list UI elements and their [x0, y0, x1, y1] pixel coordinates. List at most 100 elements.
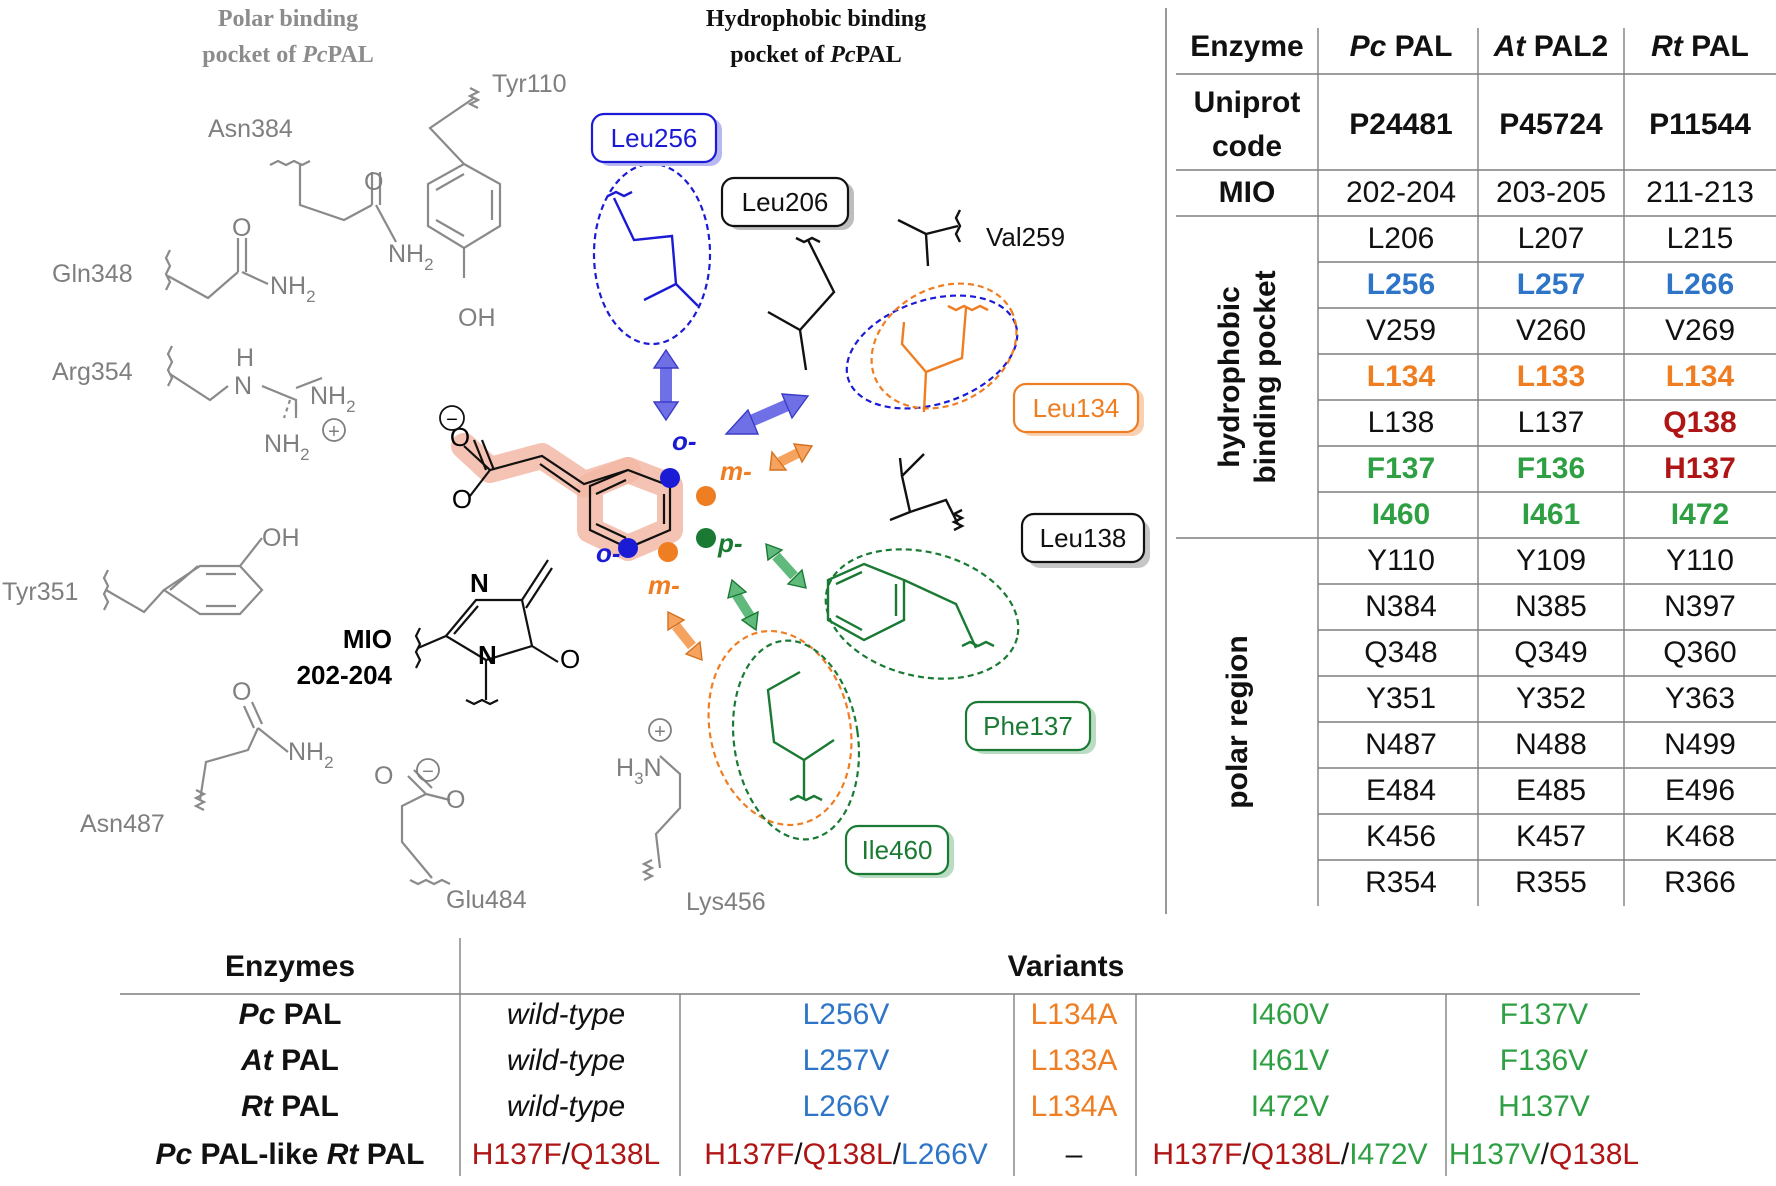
hydro-header-line1: Hydrophobic binding — [706, 6, 926, 32]
table-header-0: Enzyme — [1190, 30, 1303, 63]
glu484-o1: O — [374, 762, 393, 790]
lys456-nh3: H3N — [616, 754, 662, 788]
label-o-bottom: o- — [596, 538, 621, 568]
polar-cell: R354 — [1365, 866, 1437, 899]
ortho-dot-top — [660, 468, 680, 488]
hydrophobic-cell: I472 — [1671, 498, 1729, 531]
mio-range-label: 202-204 — [297, 660, 393, 690]
hydrophobic-cell: I461 — [1522, 498, 1580, 531]
arrow-leu134-ortho — [724, 393, 810, 435]
asn384-structure — [269, 159, 397, 243]
variant-cell: H137F/Q138L/I472V — [1152, 1138, 1427, 1171]
hydrophobic-cell: V259 — [1366, 314, 1436, 347]
label-leu134: Leu134 — [1033, 393, 1120, 423]
polar-cell: Q349 — [1514, 636, 1587, 669]
variant-cell: I460V — [1251, 998, 1329, 1031]
variant-cell: L134A — [1031, 1090, 1118, 1123]
variant-cell: wild-type — [507, 1090, 625, 1123]
hydrophobic-cell: L138 — [1368, 406, 1435, 439]
variant-cell: I472V — [1251, 1090, 1329, 1123]
arrow-ile460-meta — [667, 610, 703, 662]
glu484-minus-sign: − — [422, 761, 434, 783]
polar-cell: Y110 — [1367, 544, 1435, 577]
label-gln348: Gln348 — [52, 260, 133, 288]
enzyme-name: Rt PAL — [241, 1090, 339, 1123]
uniprot-code: P11544 — [1649, 108, 1751, 141]
tyr110-structure — [426, 87, 502, 278]
ortho-dot-bottom — [618, 538, 638, 558]
substrate: O O − — [439, 405, 716, 562]
leu138-group: Leu138 — [889, 453, 1150, 568]
uniprot-label-1: Uniprot — [1194, 86, 1301, 119]
arrow-phe137-para — [765, 542, 807, 589]
gln348-structure — [164, 238, 269, 300]
label-asn384: Asn384 — [208, 115, 293, 143]
label-tyr110: Tyr110 — [492, 70, 567, 98]
gln348-o: O — [232, 214, 251, 242]
group-polar-label: polar region — [1221, 635, 1254, 808]
hydrophobic-cell: L206 — [1368, 222, 1435, 255]
label-asn487: Asn487 — [80, 810, 165, 838]
mio-range: 203-205 — [1496, 176, 1606, 209]
carboxylate-charge — [439, 405, 465, 431]
asn384-o: O — [364, 168, 383, 196]
hydrophobic-cell: L266 — [1666, 268, 1734, 301]
hydrophobic-cell: L133 — [1517, 360, 1585, 393]
lys456-structure — [641, 755, 682, 881]
enzyme-name: At PAL — [240, 1044, 339, 1077]
variant-cell: F137V — [1500, 998, 1588, 1031]
asn487-nh2: NH2 — [288, 738, 334, 772]
variant-cell: L257V — [803, 1044, 890, 1077]
polar-cell: R355 — [1515, 866, 1587, 899]
variant-cell: F136V — [1500, 1044, 1588, 1077]
hydrophobic-cell: L207 — [1518, 222, 1585, 255]
meta-dot-bottom — [658, 542, 678, 562]
hydrophobic-cell: L256 — [1367, 268, 1435, 301]
polar-cell: Y110 — [1666, 544, 1734, 577]
hydrophobic-cell: F137 — [1367, 452, 1435, 485]
table-header-2: At PAL2 — [1493, 30, 1608, 63]
polar-cell: Q360 — [1663, 636, 1736, 669]
label-m-top: m- — [720, 456, 752, 486]
variant-cell: L266V — [803, 1090, 890, 1123]
asn487-o: O — [232, 678, 251, 706]
polar-cell: K457 — [1516, 820, 1586, 853]
hydro-header-line2: pocket of PcPAL — [730, 42, 902, 68]
arg354-nh2-bottom: NH2 — [264, 430, 310, 464]
label-phe137: Phe137 — [983, 711, 1073, 741]
val259-group: Val259 — [897, 209, 1065, 267]
asn384-nh2: NH2 — [388, 240, 434, 274]
carboxyl-o2: O — [452, 484, 472, 514]
polar-labels: Tyr110 Asn384 Gln348 Arg354 Tyr351 Asn48… — [2, 70, 766, 916]
hydrophobic-cell: V269 — [1665, 314, 1735, 347]
mio-o: O — [560, 644, 580, 674]
arrow-leu256-ortho — [652, 348, 680, 422]
mio-structure: N N O MIO 202-204 — [297, 559, 580, 706]
variant-cell: H137F/Q138L — [472, 1138, 660, 1171]
polar-cell: N384 — [1365, 590, 1437, 623]
ile460-group: Ile460 — [707, 629, 954, 878]
glu484-minus-charge — [416, 758, 440, 782]
carboxylate-minus: − — [446, 409, 458, 431]
arg354-plus-charge — [322, 418, 346, 442]
hydrophobic-cell: Q138 — [1663, 406, 1736, 439]
label-m-bottom: m- — [648, 570, 680, 600]
tyr351-structure — [102, 537, 264, 616]
hydrophobic-cell: L137 — [1518, 406, 1585, 439]
leu256-badge — [590, 112, 718, 164]
variant-cell: H137F/Q138L/L266V — [704, 1138, 988, 1171]
position-labels: o- o- m- m- p- — [596, 426, 752, 600]
meta-dot-top — [696, 486, 716, 506]
label-o-top: o- — [672, 426, 697, 456]
label-leu206: Leu206 — [742, 187, 829, 217]
variant-cell: wild-type — [507, 1044, 625, 1077]
label-val259: Val259 — [986, 222, 1065, 252]
uniprot-code: P24481 — [1349, 108, 1452, 141]
hydrophobic-cell: I460 — [1372, 498, 1430, 531]
mio-n1: N — [470, 568, 489, 598]
